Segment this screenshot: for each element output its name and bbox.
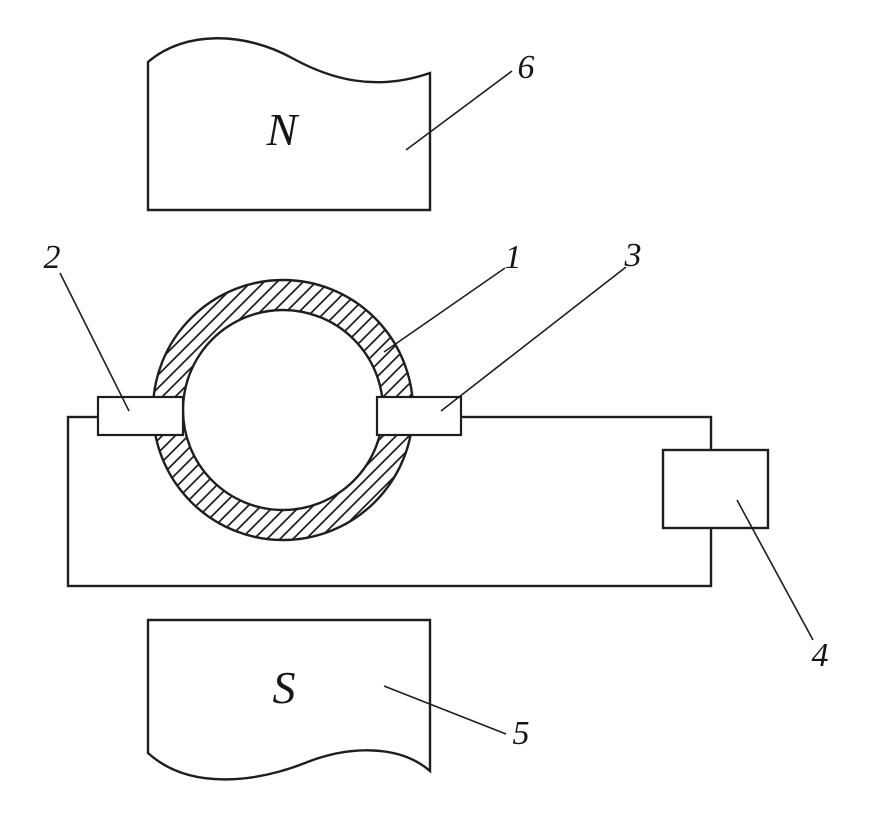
ring-inner-circle — [181, 308, 385, 512]
leader-line-3 — [440, 266, 627, 412]
callout-label-3: 3 — [624, 237, 642, 274]
callout-label-1: 1 — [505, 239, 522, 276]
callout-label-4: 4 — [812, 637, 829, 674]
callout-label-2: 2 — [44, 239, 61, 276]
right-electrode — [375, 395, 463, 437]
label-south-pole: S — [273, 662, 296, 713]
north-magnet-shape — [146, 37, 432, 212]
south-magnet-shape — [146, 618, 432, 781]
label-north-pole: N — [266, 104, 300, 155]
device-box — [661, 448, 770, 530]
leader-line-4 — [736, 499, 814, 641]
left-electrode — [96, 395, 185, 437]
leader-line-5 — [383, 685, 507, 735]
leader-line-1 — [383, 267, 506, 353]
leader-line-2 — [59, 272, 130, 412]
callout-label-6: 6 — [518, 49, 535, 86]
leader-line-6 — [405, 70, 513, 151]
callout-label-5: 5 — [513, 715, 530, 752]
